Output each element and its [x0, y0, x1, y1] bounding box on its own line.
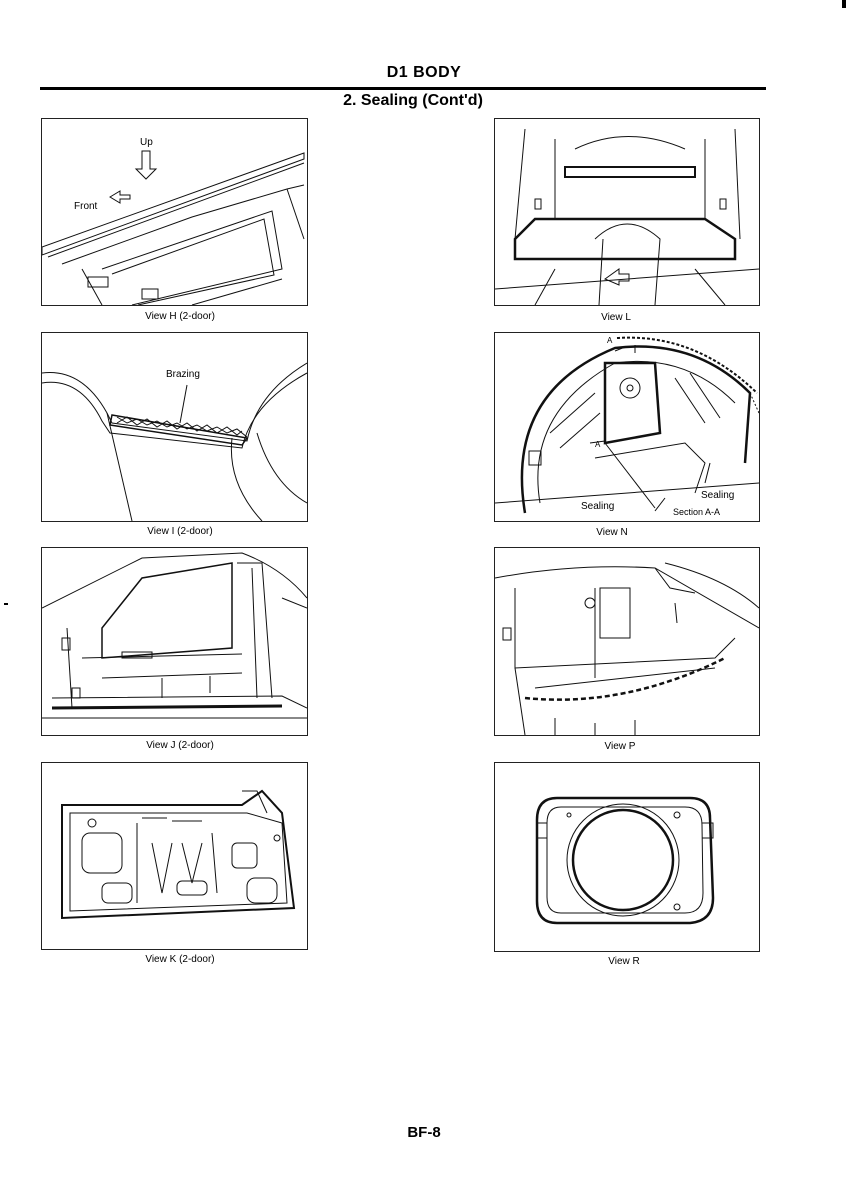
view-k-caption: View K (2-door) [145, 954, 215, 965]
view-j-caption: View J (2-door) [146, 740, 214, 751]
view-k-figure [41, 762, 308, 950]
header-rule [40, 87, 766, 90]
view-l-figure [494, 118, 760, 306]
sealing-left-label: Sealing [581, 501, 615, 512]
view-l-caption: View L [601, 312, 631, 323]
view-r-figure [494, 762, 760, 952]
view-i-figure: Brazing [41, 332, 308, 522]
view-i-drawing [42, 333, 307, 521]
page-number: BF-8 [407, 1124, 441, 1141]
view-l-drawing [495, 119, 759, 305]
scan-mark-top-right [842, 0, 846, 8]
sealing-right-label: Sealing [701, 490, 735, 501]
view-h-caption: View H (2-door) [145, 311, 215, 322]
section-a-mid-label: A [595, 440, 601, 449]
view-p-caption: View P [604, 741, 636, 752]
subsection-title: 2. Sealing (Cont'd) [343, 92, 483, 109]
view-h-drawing [42, 119, 307, 305]
scan-mark-left [4, 603, 8, 605]
section-a-top-label: A [607, 336, 613, 345]
view-p-figure [494, 547, 760, 736]
view-k-drawing [42, 763, 307, 949]
view-j-figure [41, 547, 308, 736]
view-n-figure: A A Sealing Sealing Section A-A [494, 332, 760, 522]
front-label: Front [74, 201, 98, 212]
up-label: Up [140, 137, 153, 148]
view-n-drawing [495, 333, 759, 521]
view-j-drawing [42, 548, 307, 735]
view-i-caption: View I (2-door) [147, 526, 213, 537]
section-title: D1 BODY [386, 64, 462, 81]
view-r-caption: View R [608, 956, 640, 967]
view-h-figure: Up Front [41, 118, 308, 306]
view-p-drawing [495, 548, 759, 735]
brazing-label: Brazing [166, 369, 200, 380]
section-aa-label: Section A-A [673, 507, 721, 517]
view-r-drawing [495, 763, 759, 951]
view-n-caption: View N [596, 527, 628, 538]
